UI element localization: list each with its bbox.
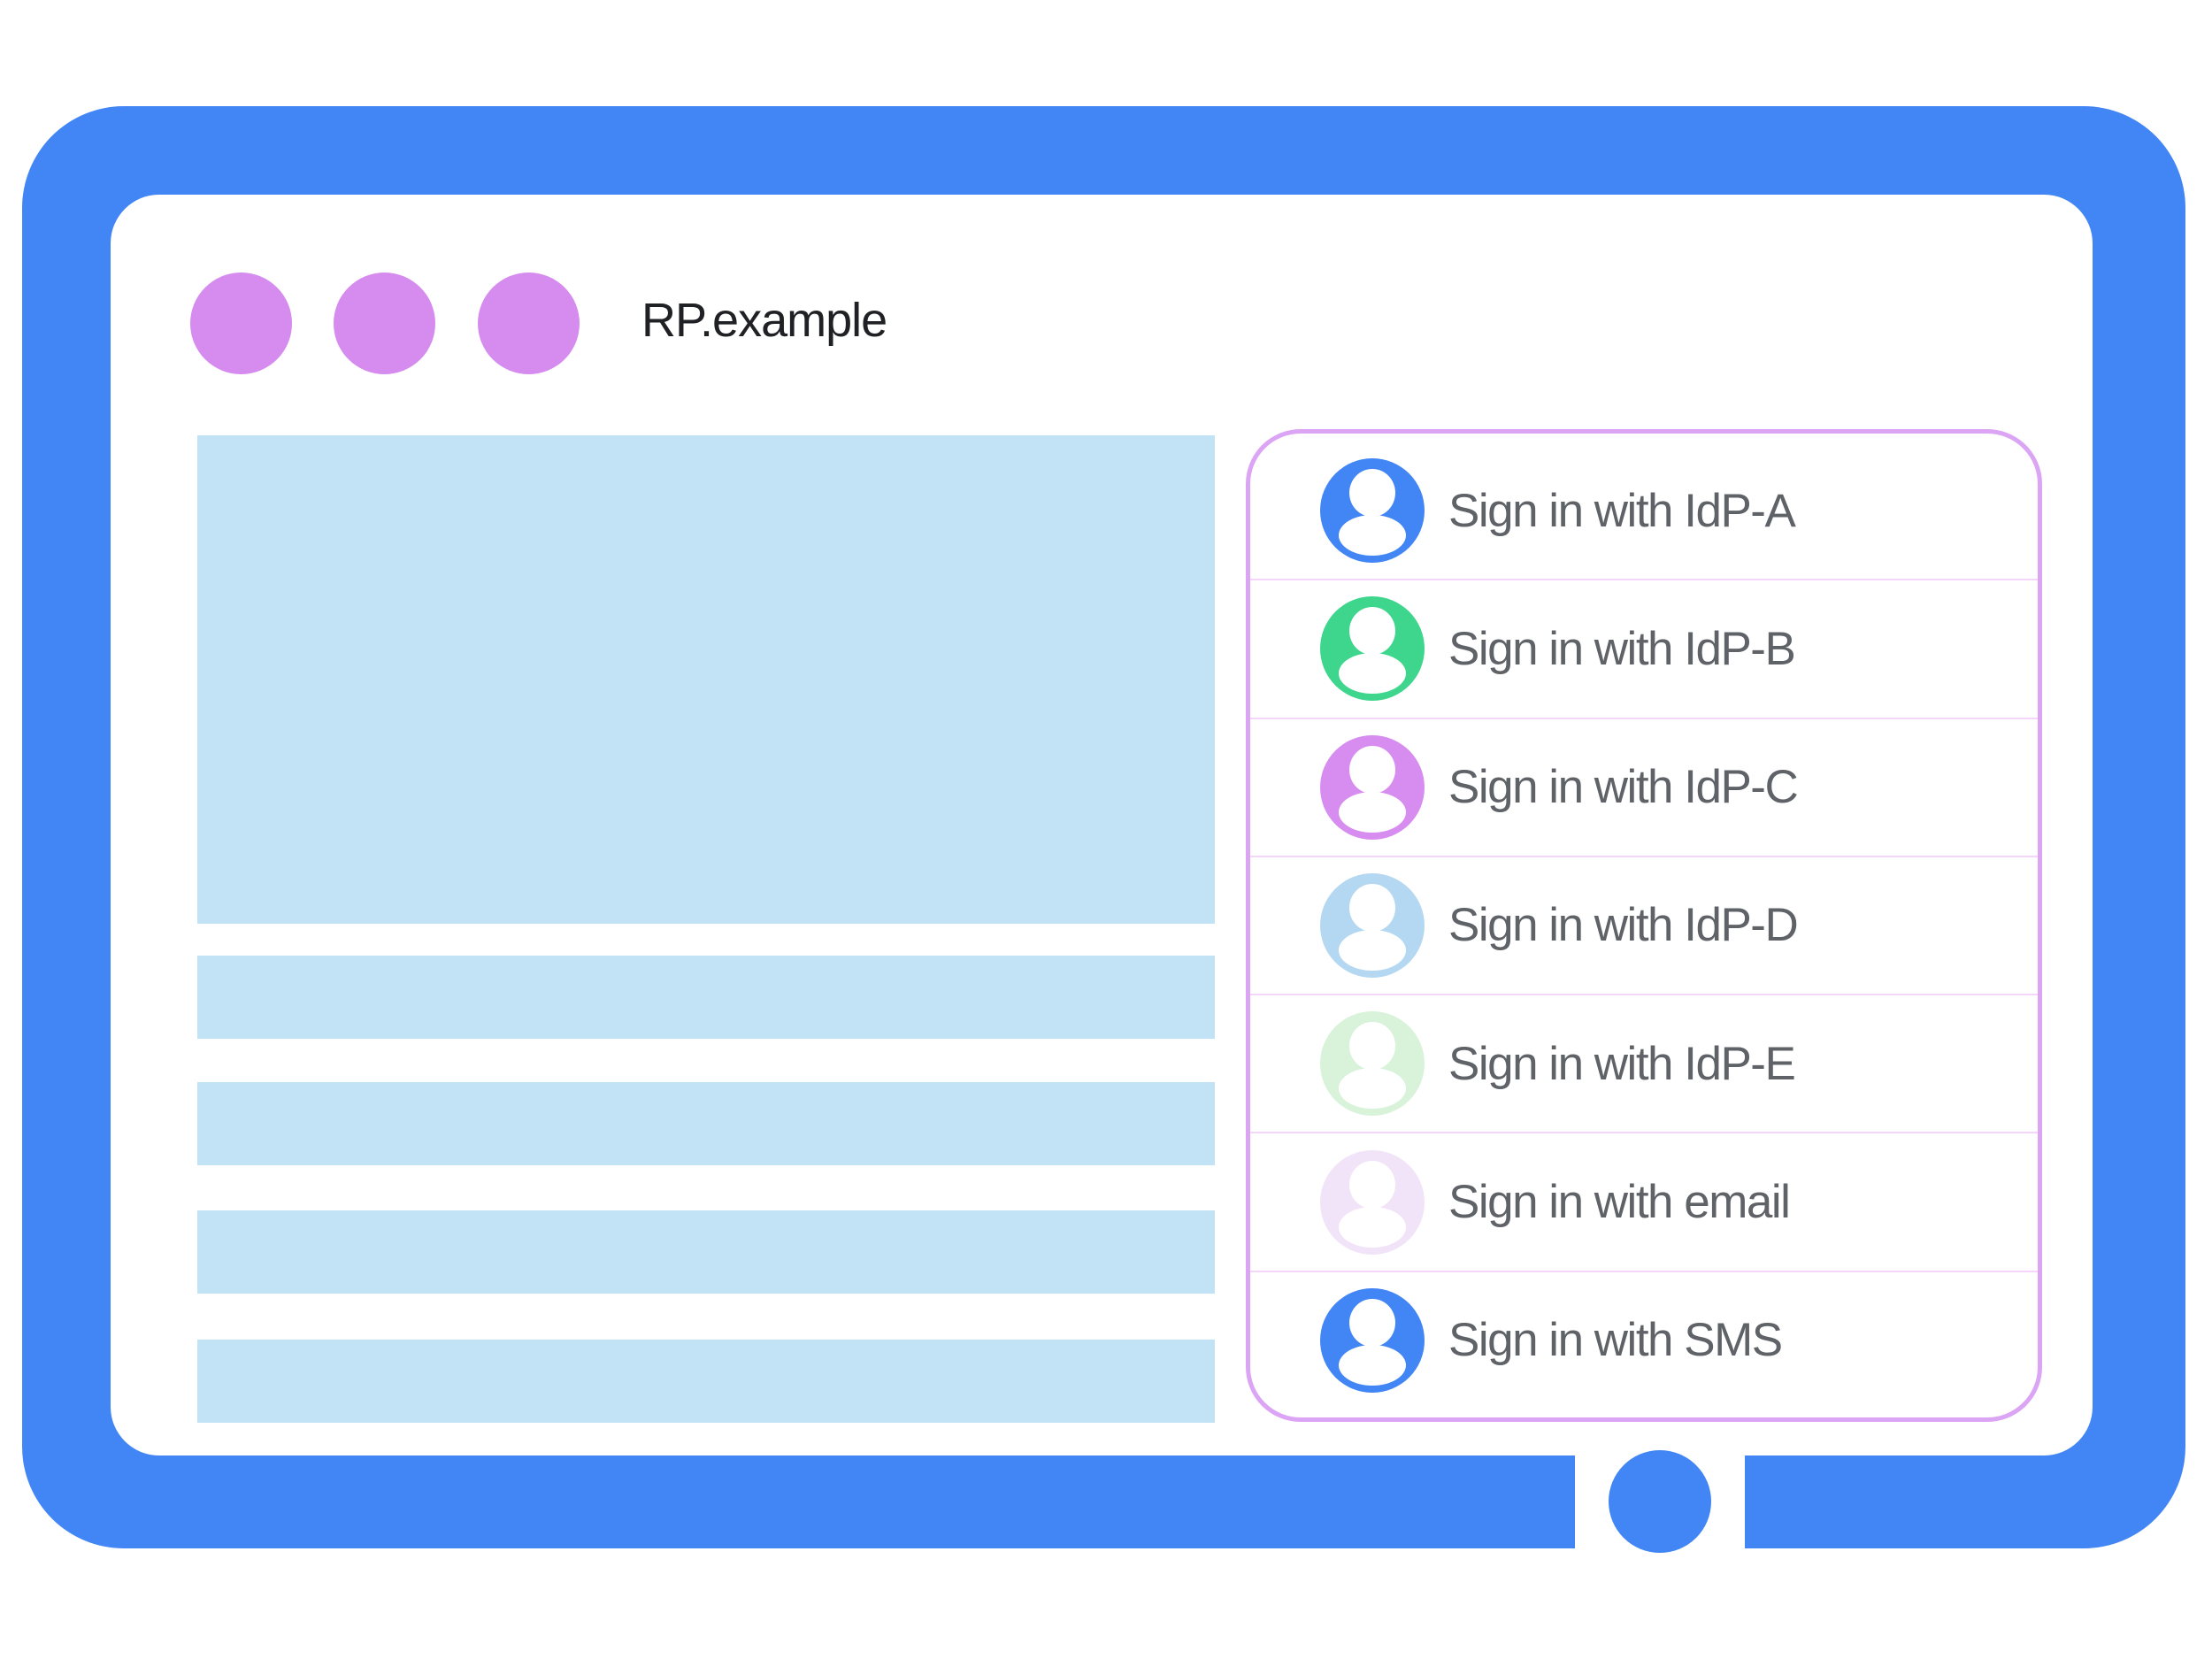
signin-option-label: Sign in with IdP-E <box>1448 1037 1796 1090</box>
content-placeholder-line <box>197 956 1215 1039</box>
avatar-head-shape <box>1349 1022 1395 1071</box>
user-avatar-icon <box>1320 1149 1425 1255</box>
window-control-dot-icon <box>190 273 292 374</box>
signin-option-label: Sign in with email <box>1448 1176 1791 1229</box>
signin-option-label: Sign in with IdP-B <box>1448 622 1796 675</box>
content-placeholder-line <box>197 1082 1215 1165</box>
user-avatar-icon <box>1320 458 1425 564</box>
signin-option-label: Sign in with SMS <box>1448 1314 1783 1367</box>
avatar-head-shape <box>1349 1160 1395 1209</box>
signin-option-label: Sign in with IdP-D <box>1448 899 1799 952</box>
avatar-shoulders-shape <box>1339 515 1406 557</box>
user-avatar-icon <box>1320 872 1425 978</box>
avatar-shoulders-shape <box>1339 653 1406 695</box>
signin-option-idp-d[interactable]: Sign in with IdP-D <box>1250 855 2038 994</box>
content-placeholder-hero <box>197 435 1215 924</box>
avatar-head-shape <box>1349 607 1395 656</box>
signin-option-email[interactable]: Sign in with email <box>1250 1132 2038 1270</box>
user-avatar-icon <box>1320 734 1425 840</box>
signin-option-idp-b[interactable]: Sign in with IdP-B <box>1250 579 2038 717</box>
avatar-shoulders-shape <box>1339 1206 1406 1248</box>
bottom-bar-left-cap <box>1465 1455 1575 1548</box>
avatar-shoulders-shape <box>1339 929 1406 971</box>
signin-option-label: Sign in with IdP-A <box>1448 484 1796 537</box>
content-placeholder-line <box>197 1340 1215 1423</box>
avatar-shoulders-shape <box>1339 1344 1406 1386</box>
user-avatar-icon <box>1320 1011 1425 1117</box>
window-control-dot-icon <box>334 273 435 374</box>
site-title: RP.example <box>641 294 887 347</box>
user-avatar-icon <box>1320 596 1425 702</box>
bottom-bar-right-cap <box>1745 1455 1855 1548</box>
bottom-bar-circle <box>1609 1450 1711 1553</box>
avatar-head-shape <box>1349 883 1395 932</box>
avatar-head-shape <box>1349 745 1395 794</box>
avatar-head-shape <box>1349 1298 1395 1347</box>
avatar-head-shape <box>1349 469 1395 518</box>
signin-option-idp-c[interactable]: Sign in with IdP-C <box>1250 717 2038 856</box>
window-control-dot-icon <box>478 273 580 374</box>
signin-option-idp-e[interactable]: Sign in with IdP-E <box>1250 994 2038 1132</box>
content-placeholder-line <box>197 1210 1215 1294</box>
user-avatar-icon <box>1320 1287 1425 1393</box>
signin-option-label: Sign in with IdP-C <box>1448 761 1799 814</box>
avatar-shoulders-shape <box>1339 791 1406 833</box>
signin-option-idp-a[interactable]: Sign in with IdP-A <box>1250 442 2038 579</box>
signin-panel: Sign in with IdP-A Sign in with IdP-B Sign… <box>1246 429 2042 1422</box>
signin-option-sms[interactable]: Sign in with SMS <box>1250 1270 2038 1409</box>
avatar-shoulders-shape <box>1339 1068 1406 1110</box>
